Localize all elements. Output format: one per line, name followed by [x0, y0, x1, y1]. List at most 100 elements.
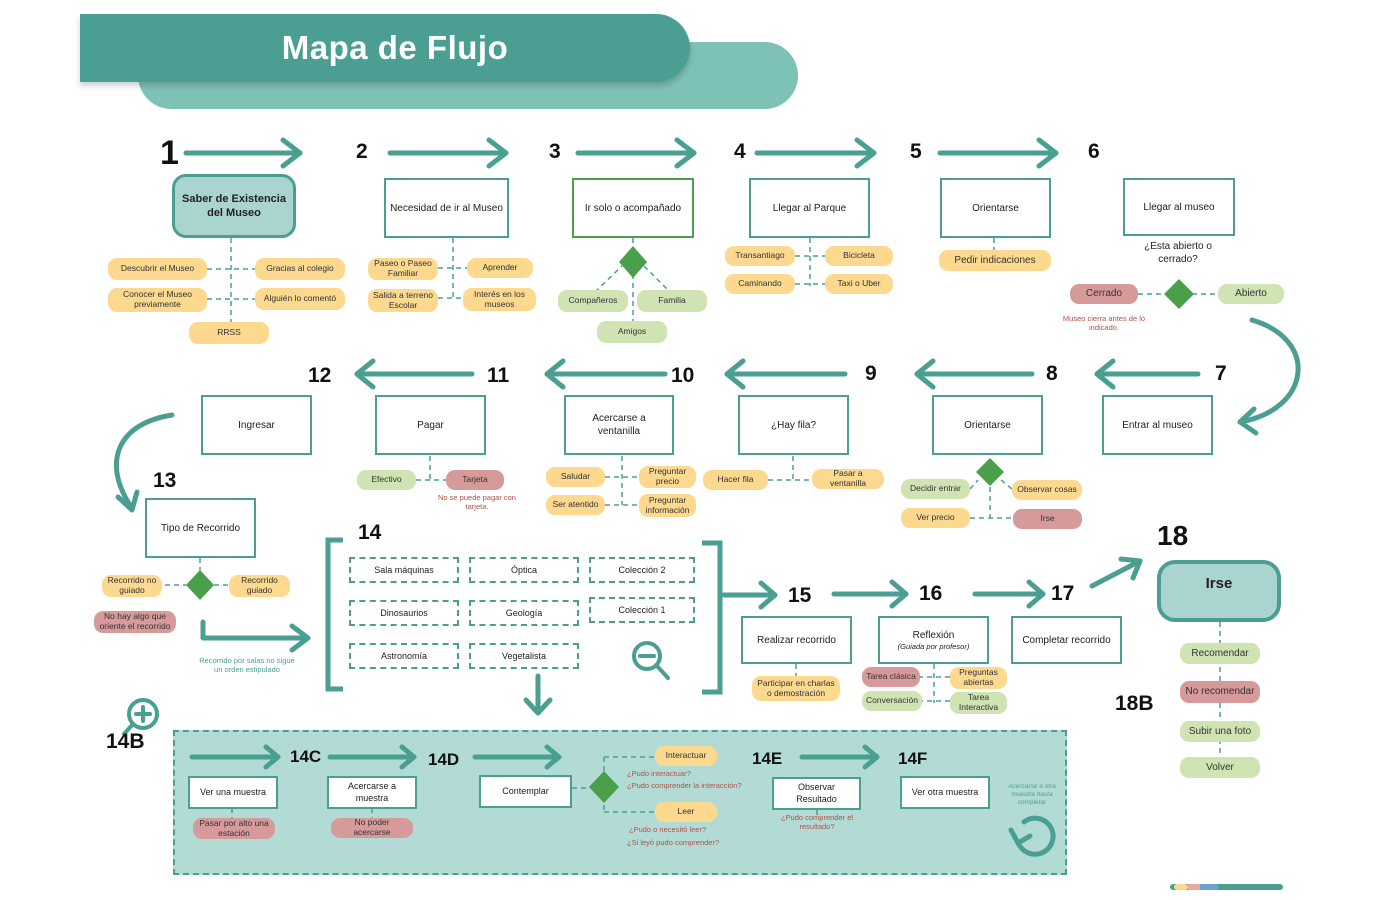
step-number-12: 12: [308, 364, 332, 387]
arrow-14c-14d: [327, 744, 417, 770]
pill-no-recomendar: No recomendar: [1180, 681, 1260, 703]
step-box-16-label: Reflexión: [912, 629, 955, 641]
step-box-14e: Observar Resultado: [772, 777, 861, 810]
step-number-14c: 14C: [290, 747, 322, 766]
step-box-16-sub: (Guiada por profesor): [897, 641, 970, 651]
pill-hacer-fila: Hacer fila: [703, 470, 768, 490]
step-number-14f: 14F: [898, 749, 928, 768]
pill-recorrido-no-guiado: Recorrido no guiado: [102, 575, 162, 597]
step-number-5: 5: [910, 140, 922, 163]
step-box-12: Ingresar: [201, 395, 312, 455]
step-box-6: Llegar al museo: [1123, 178, 1235, 236]
decision-diamond-13: [186, 570, 214, 600]
pill-efectivo: Efectivo: [357, 470, 416, 490]
footer-progress-bar: [1170, 884, 1283, 890]
pill-ser-atentido: Ser atentido: [546, 495, 605, 515]
footer-bar-blue: [1200, 884, 1218, 890]
step-number-16: 16: [919, 582, 943, 605]
step-number-1: 1: [160, 134, 179, 172]
pill-gracias-colegio: Gracias al colegio: [255, 258, 345, 280]
step-number-11: 11: [487, 364, 510, 387]
pill-pedir-indicaciones: Pedir indicaciones: [939, 250, 1051, 271]
arrow-14-15: [721, 580, 778, 610]
step-box-15: Realizar recorrido: [741, 616, 852, 664]
pill-pasar-por-alto: Pasar por alto una estación: [193, 818, 275, 839]
arrow-2-3: [387, 137, 509, 169]
decision-diamond-8: [976, 458, 1004, 486]
zoom-in-icon: [122, 698, 159, 736]
pill-amigos: Amigos: [597, 321, 667, 343]
question-pudo-interactuar: ¿Pudo interactuar?: [627, 769, 691, 778]
arrow-10-11: [544, 358, 668, 390]
step-number-2: 2: [356, 140, 368, 163]
step-box-17: Completar recorrido: [1011, 616, 1122, 664]
step-box-1: Saber de Existencia del Museo: [172, 174, 296, 238]
room-box-4: Dinosaurios: [349, 600, 459, 626]
note-acercarse-otra: Acercarse a otra muestra hasta completar: [1008, 783, 1056, 807]
arrow-8-9: [914, 358, 1035, 390]
step-number-14e: 14E: [752, 749, 783, 768]
pill-preguntar-precio: Preguntar precio: [639, 466, 696, 488]
arrow-11-12: [354, 358, 475, 390]
pill-decidir-entrar: Decidir entrar: [901, 479, 970, 499]
step-box-10: Acercarse a ventanilla: [564, 395, 674, 455]
page-title: Mapa de Flujo: [281, 29, 509, 66]
pill-interactuar: Interactuar: [655, 746, 717, 766]
pill-paseo-familiar: Paseo o Paseo Familiar: [368, 258, 438, 280]
room-box-8: Vegetalista: [469, 643, 579, 669]
pill-participar-charlas: Participar en charlas o demostración: [752, 676, 840, 701]
arrow-5-6: [937, 137, 1059, 169]
pill-bicicleta: Bicicleta: [825, 246, 893, 266]
pill-tarea-interactiva: Tarea Interactiva: [950, 692, 1007, 714]
zoom-out-icon: [632, 641, 670, 680]
step-box-14c2: Acercarse a muestra: [327, 776, 417, 809]
pill-cerrado: Cerrado: [1070, 284, 1138, 304]
step-number-18b: 18B: [1115, 692, 1154, 715]
pill-subir-foto: Subir una foto: [1180, 721, 1260, 742]
arrow-17-18: [1089, 556, 1143, 589]
step-number-15: 15: [788, 584, 812, 607]
step-box-7: Entrar al museo: [1102, 395, 1213, 455]
footer-bar-red: [1188, 884, 1200, 890]
arrow-14b-14c: [189, 744, 281, 770]
step-number-10: 10: [671, 364, 695, 387]
step-box-14d: Contemplar: [479, 775, 572, 808]
pill-leer: Leer: [655, 802, 717, 822]
step-number-3: 3: [549, 140, 561, 163]
question-pudo-leer: ¿Pudo o necesitó leer?: [629, 825, 707, 834]
step-number-14d: 14D: [428, 750, 460, 769]
step-number-14b: 14B: [106, 730, 145, 753]
question-pudo-comprender-interaccion: ¿Pudo comprender la interacción?: [627, 781, 742, 790]
decision-diamond-14d: [589, 771, 619, 803]
room-box-3: Colección 2: [589, 557, 695, 583]
loop-icon: [1008, 815, 1056, 857]
step-number-14: 14: [358, 521, 382, 544]
pill-observar-cosas: Observar cosas: [1012, 480, 1082, 500]
pill-alguien-comento: Alguién lo comentó: [255, 288, 345, 310]
pill-taxi-uber: Taxi o Uber: [825, 274, 893, 294]
title-banner: [80, 14, 690, 82]
pill-recorrido-guiado: Recorrido guiado: [229, 575, 290, 597]
arrow-13-14: [200, 619, 311, 653]
arrow-15-16: [831, 579, 909, 609]
footer-bar-yellow: [1174, 884, 1188, 890]
step-number-9: 9: [865, 362, 877, 385]
pill-salida-terreno: Salida a terreno Escolar: [368, 289, 438, 312]
pill-volver: Volver: [1180, 757, 1260, 778]
pill-saludar: Saludar: [546, 467, 605, 487]
step-box-3: Ir solo o acompañado: [572, 178, 694, 238]
arrow-12-13: [113, 412, 175, 513]
arrow-6-7: [1237, 317, 1301, 436]
question-si-leyo: ¿Si leyó pudo comprender?: [627, 838, 720, 847]
decision-diamond-3: [619, 246, 647, 278]
bracket-14: [325, 537, 723, 695]
pill-irse-8: Irse: [1013, 509, 1082, 529]
pill-preguntar-informacion: Preguntar información: [639, 494, 696, 517]
pill-companeros: Compañeros: [558, 290, 628, 312]
step-number-13: 13: [153, 469, 177, 492]
step-box-14c: Ver una muestra: [188, 776, 278, 809]
arrow-9-10: [724, 358, 848, 390]
step-box-5: Orientarse: [940, 178, 1051, 238]
pill-descubrir-museo: Descubrir el Museo: [108, 258, 207, 280]
